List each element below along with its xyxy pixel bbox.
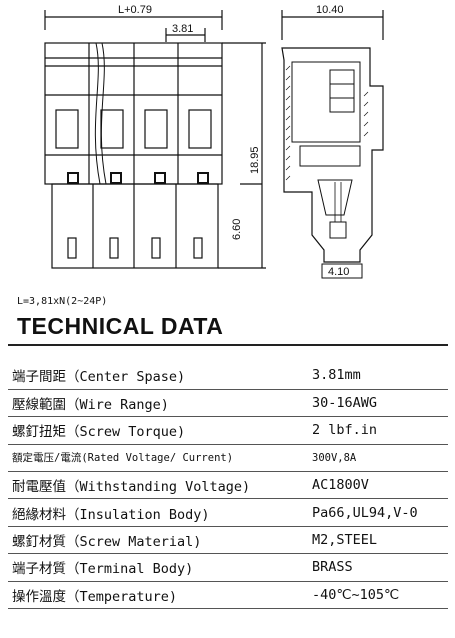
spec-value: AC1800V	[312, 477, 369, 494]
title-divider	[8, 344, 448, 346]
spec-row: 螺釘材質（Screw Material) M2,STEEL	[8, 526, 448, 554]
spec-row: 端子材質（Terminal Body) BRASS	[8, 554, 448, 582]
spec-row: 耐電壓值（Withstanding Voltage) AC1800V	[8, 472, 448, 499]
spec-label: 螺釘材質（Screw Material)	[12, 534, 202, 551]
spec-label: 額定電压/電流(Rated Voltage/ Current)	[12, 452, 234, 465]
spec-value: -40℃~105℃	[312, 586, 400, 603]
spec-row: 操作溫度（Temperature) -40℃~105℃	[8, 581, 448, 609]
dim-bottom-label: 4.10	[328, 266, 349, 278]
spec-value: 2 lbf.in	[312, 422, 378, 439]
spec-label: 端子間距（Center Spase)	[12, 369, 186, 386]
spec-row: 端子間距（Center Spase) 3.81mm	[8, 362, 448, 390]
spec-value: M2,STEEL	[312, 532, 378, 549]
section-title: TECHNICAL DATA	[17, 313, 224, 339]
dim-pin-label: 6.60	[231, 219, 243, 240]
spec-row: 壓線範圍（Wire Range) 30-16AWG	[8, 389, 448, 417]
spec-label: 耐電壓值（Withstanding Voltage)	[12, 479, 251, 496]
spec-label: 螺釘扭矩（Screw Torque)	[12, 424, 186, 441]
spec-row: 額定電压/電流(Rated Voltage/ Current) 300V,8A	[8, 444, 448, 472]
dim-height-label: 18.95	[249, 146, 261, 174]
dim-width-label: 10.40	[316, 4, 344, 16]
spec-value: 300V,8A	[312, 451, 357, 464]
spec-row: 螺釘扭矩（Screw Torque) 2 lbf.in	[8, 417, 448, 445]
dim-pitch-label: 3.81	[172, 23, 193, 35]
spec-value: 30-16AWG	[312, 395, 378, 412]
spec-label: 操作溫度（Temperature)	[12, 588, 178, 605]
spec-label: 壓線範圍（Wire Range)	[12, 397, 169, 414]
length-formula: L=3,81xN(2~24P)	[17, 296, 108, 307]
spec-value: BRASS	[312, 559, 353, 576]
spec-label: 端子材質（Terminal Body)	[12, 561, 194, 578]
spec-table: 端子間距（Center Spase) 3.81mm 壓線範圍（Wire Rang…	[8, 362, 448, 609]
technical-drawing: L+0.79 3.81 10.40 18.95 6.60 4.10	[44, 4, 384, 279]
spec-label: 絕緣材料（Insulation Body)	[12, 506, 210, 523]
spec-value: Pa66,UL94,V-0	[312, 504, 418, 521]
dim-length-label: L+0.79	[118, 4, 152, 16]
spec-value: 3.81mm	[312, 367, 361, 384]
spec-row: 絕緣材料（Insulation Body) Pa66,UL94,V-0	[8, 499, 448, 527]
